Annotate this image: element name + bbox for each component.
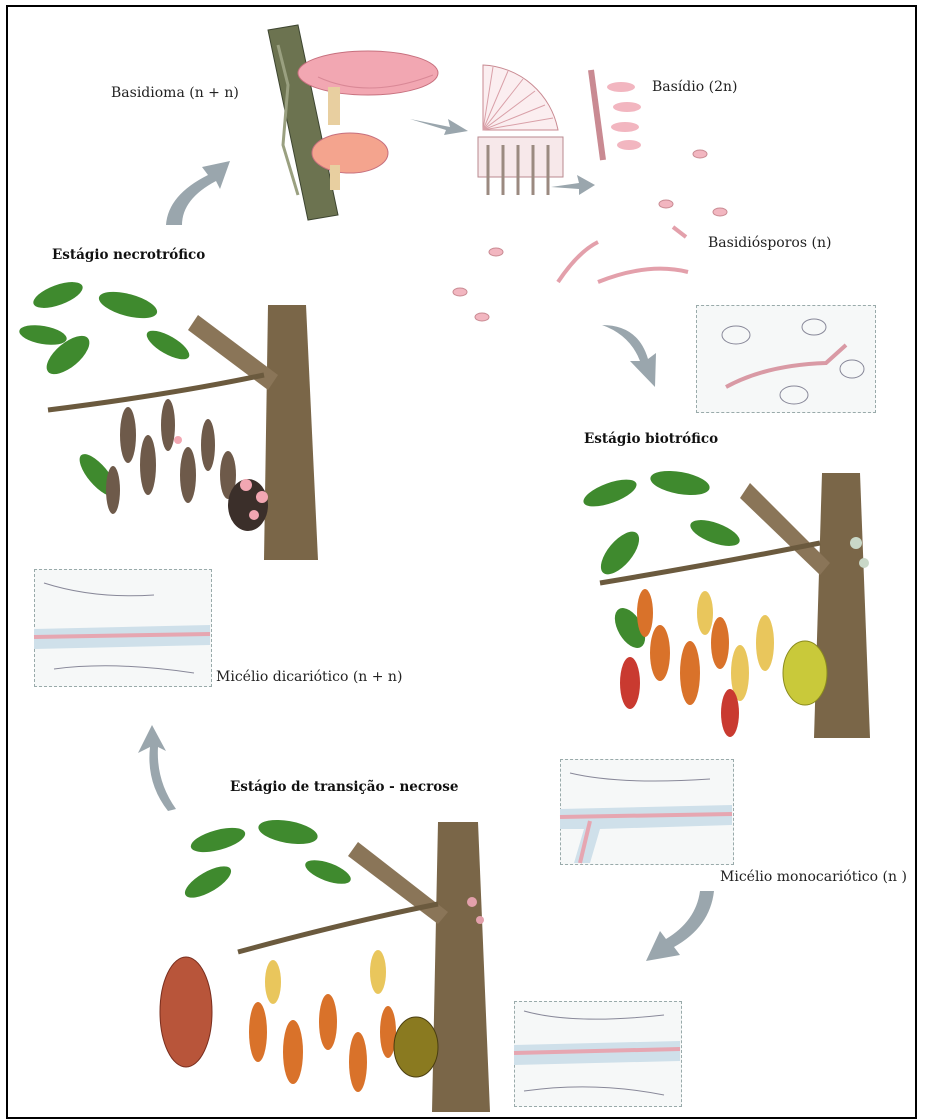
transition-tree-illustration	[148, 812, 508, 1112]
cycle-arrow-icon	[158, 155, 233, 227]
cycle-arrow-icon	[410, 113, 470, 137]
cycle-arrow-icon	[640, 887, 720, 967]
mycelium-panel-icon	[696, 305, 874, 411]
mycelium-panel-icon	[514, 1001, 680, 1105]
estagio-biotrofico-title: Estágio biotrófico	[584, 431, 718, 447]
basidio-label: Basídio (2n)	[652, 79, 737, 95]
spore-icon	[448, 142, 708, 332]
mycelium-panel-icon	[34, 569, 210, 685]
estagio-necrotrofico-title: Estágio necrotrófico	[52, 247, 205, 263]
micelio-dicariotico-label: Micélio dicariótico (n + n)	[216, 669, 402, 685]
estagio-transicao-title: Estágio de transição - necrose	[230, 779, 458, 795]
mycelium-panel-icon	[560, 759, 732, 863]
biotrophic-tree-illustration	[560, 453, 905, 753]
necrotrophic-tree-illustration	[18, 275, 338, 565]
basidiosporos-label: Basidiósporos (n)	[708, 235, 831, 251]
diagram-frame: Basidioma (n + n) Basídio (2n) Basidiósp…	[6, 5, 917, 1119]
cycle-arrow-icon	[118, 723, 178, 813]
micelio-monocariotico-label: Micélio monocariótico (n )	[720, 869, 907, 885]
basidioma-label: Basidioma (n + n)	[111, 85, 239, 101]
cycle-arrow-icon	[600, 321, 660, 391]
